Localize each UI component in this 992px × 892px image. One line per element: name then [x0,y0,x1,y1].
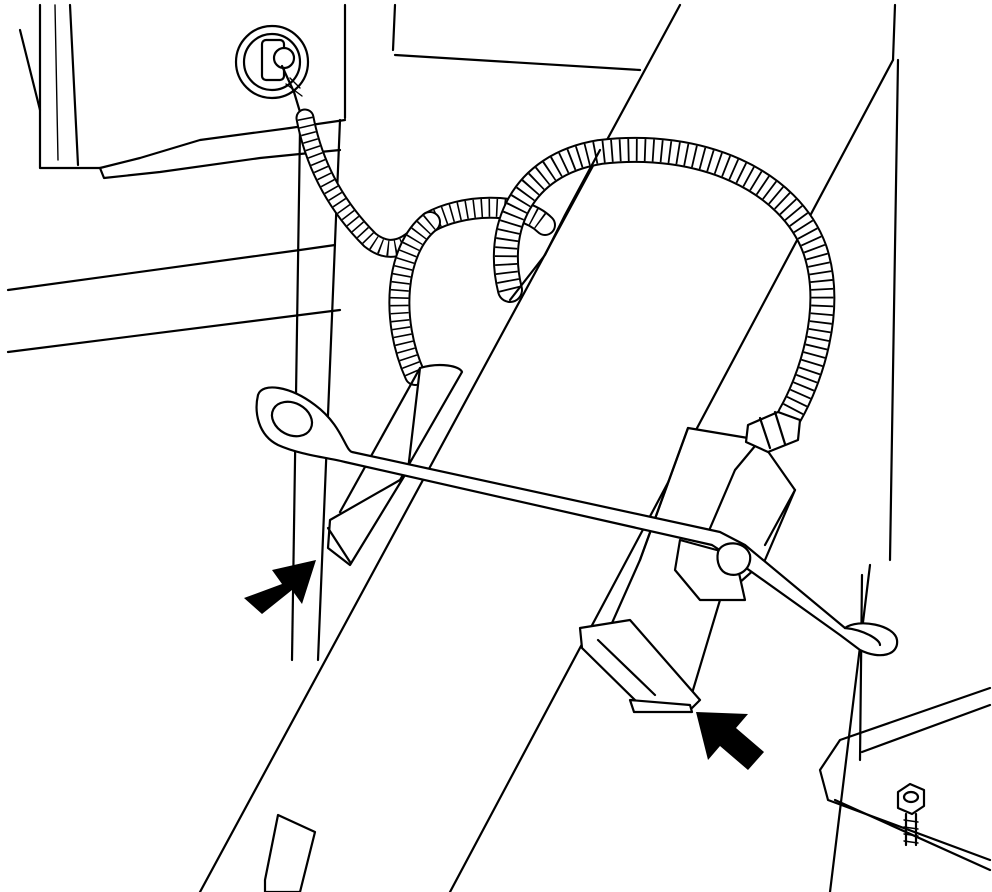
filler-cap [234,24,310,114]
rail-face [508,148,602,302]
arrow-icon [244,560,316,614]
electrical-connector [578,410,802,714]
upper-left-panel [6,3,642,662]
connector-left-housing [326,363,464,567]
callout-arrow-right [696,712,764,770]
callout-arrow-left [244,560,316,614]
arrow-icon [696,712,764,770]
retaining-rod [255,386,899,657]
frame-slot [263,813,317,892]
mount-bracket [818,686,992,872]
wiring-harness [295,108,836,428]
bolt-icon [896,782,926,847]
